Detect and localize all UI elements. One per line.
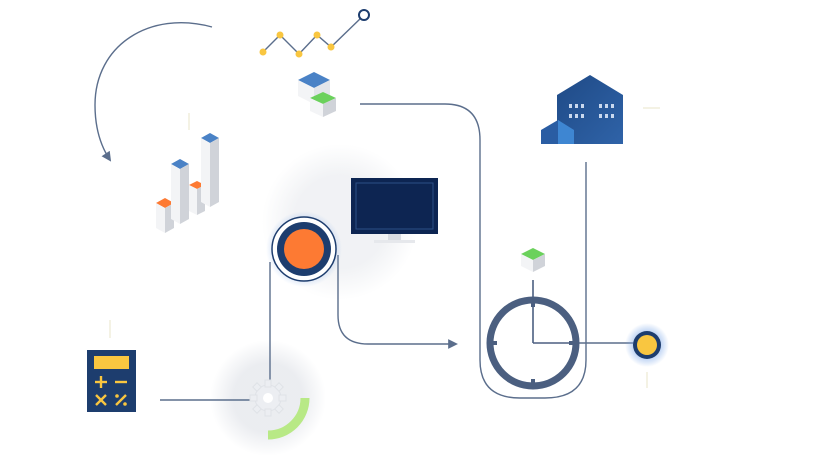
factory-building-icon	[541, 75, 623, 144]
gear-icon	[249, 379, 310, 440]
calculator-icon	[87, 350, 136, 412]
faint-guide-ticks	[109, 107, 660, 388]
green-cube-icon	[521, 248, 545, 272]
orange-status-node-icon[interactable]	[266, 211, 342, 287]
curved-arrow-connector	[94, 22, 213, 162]
clock-icon	[486, 280, 580, 390]
connector-boxes-to-clock	[360, 103, 587, 399]
monitor-icon	[351, 178, 438, 243]
stacked-boxes-icon	[298, 72, 336, 117]
yellow-status-node-icon[interactable]	[625, 323, 669, 367]
line-chart-icon	[259, 9, 370, 58]
connector-node-to-clock	[337, 255, 458, 349]
3d-bar-chart-icon	[156, 133, 219, 233]
